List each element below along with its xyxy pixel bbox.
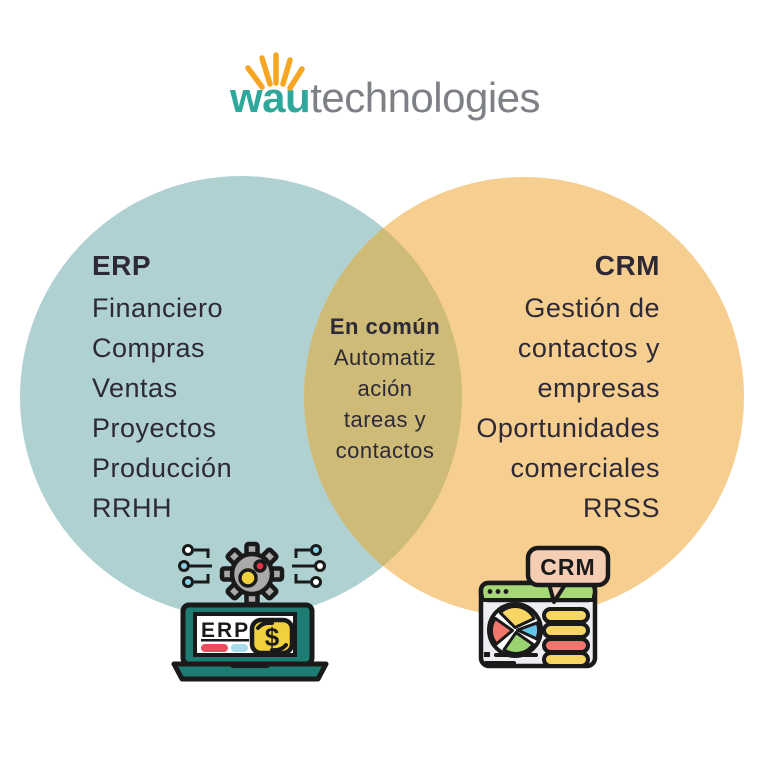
erp-item: Compras <box>92 333 206 363</box>
logo-suffix-text: technologies <box>310 74 541 121</box>
common-line: ación <box>357 376 413 401</box>
text-lines-icon <box>484 652 538 665</box>
common-line: contactos <box>335 438 435 463</box>
erp-item: Ventas <box>92 373 178 403</box>
logo-rays-icon <box>245 52 305 91</box>
crm-item: comerciales <box>510 453 660 483</box>
svg-text:$: $ <box>265 622 280 652</box>
coins-icon <box>542 607 590 668</box>
crm-dashboard-icon: CRM <box>478 545 611 669</box>
common-title: En común <box>329 314 441 339</box>
pie-chart-icon <box>487 602 543 658</box>
money-icon: $ <box>249 617 295 656</box>
common-text-block: En común Automatiz ación tareas y contac… <box>275 312 495 466</box>
erp-item: Financiero <box>92 293 224 323</box>
erp-item: Proyectos <box>92 413 217 443</box>
circuit-right-icon <box>292 544 326 588</box>
overlap-lens <box>304 177 462 617</box>
bubble-label: CRM <box>540 554 595 580</box>
progress-bar-red <box>201 644 228 652</box>
circuit-left-icon <box>178 544 212 588</box>
laptop-screen-label: ERP <box>201 619 250 642</box>
erp-title: ERP <box>92 250 152 281</box>
erp-item: RRHH <box>92 493 172 523</box>
erp-text-block: ERP Financiero Compras Ventas Proyectos … <box>92 244 232 528</box>
crm-item: RRSS <box>582 493 660 523</box>
common-line: Automatiz <box>333 345 437 370</box>
crm-title: CRM <box>594 250 660 281</box>
common-line: tareas y <box>343 407 427 432</box>
erp-laptop-icon: ERP $ <box>171 541 329 682</box>
crm-item: Oportunidades <box>476 413 660 443</box>
crm-item: empresas <box>537 373 660 403</box>
crm-item: contactos y <box>517 333 660 363</box>
progress-bar-blue <box>231 644 248 652</box>
crm-text-block: CRM Gestión de contactos y empresas Opor… <box>476 244 660 528</box>
gear-icon <box>219 541 285 607</box>
erp-item: Producción <box>92 453 233 483</box>
crm-item: Gestión de <box>524 293 660 323</box>
crm-speech-bubble: CRM <box>525 545 611 604</box>
laptop-icon: ERP $ <box>171 602 329 682</box>
